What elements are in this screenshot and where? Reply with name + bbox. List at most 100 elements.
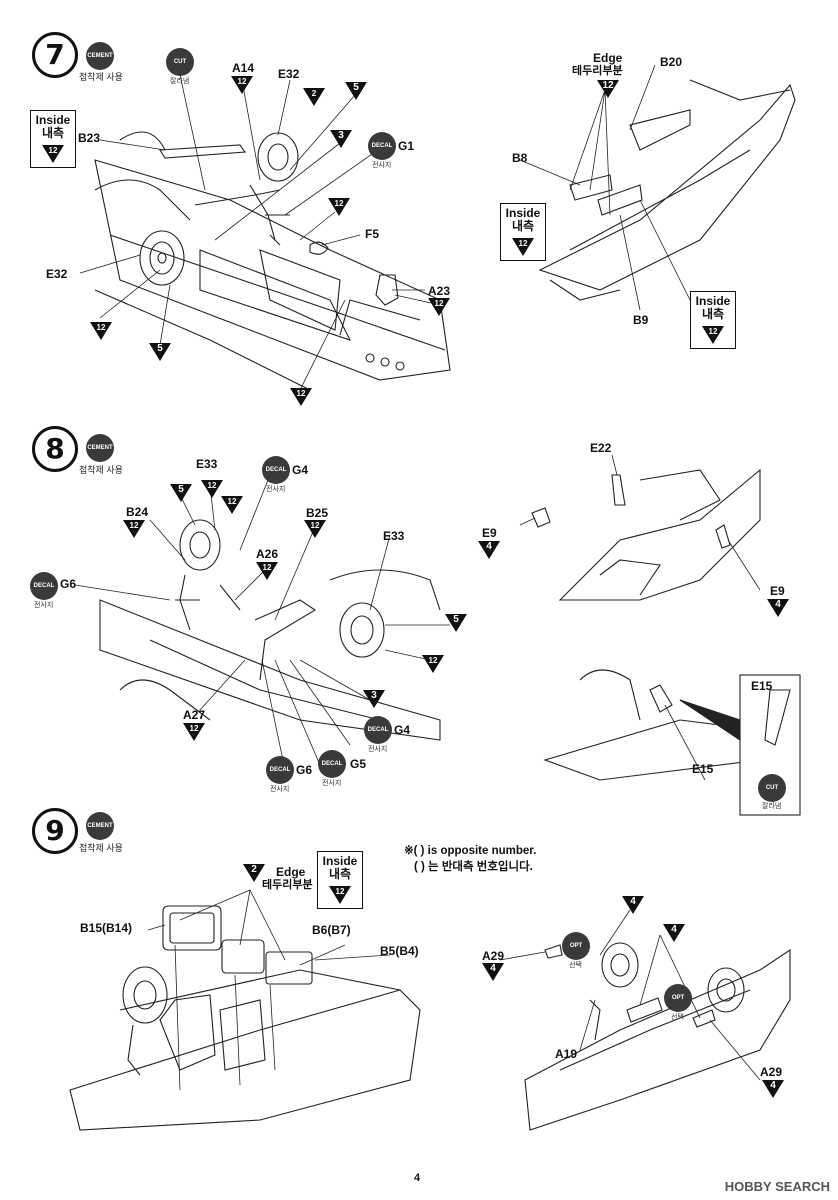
part-label-g4: G4 [292,463,309,477]
part-label-g4-lower: G4 [394,723,411,737]
paint-code-badge: 12 [597,80,619,98]
paint-code-badge: 2 [243,864,265,882]
paint-code-badge: 5 [345,82,367,100]
part-label-e15-box: E15 [751,679,773,693]
part-label-e33-right: E33 [383,529,405,543]
part-label-e9: E9 [482,526,497,540]
part-label-e32-lower: E32 [46,267,68,281]
decal-icon: DECAL [368,132,396,160]
part-label-a23: A23 [428,284,451,298]
cement-icon: CEMENT [86,42,114,70]
decal-label: 전사지 [368,746,388,753]
paint-code-badge: 5 [445,614,467,632]
paint-code-badge: 4 [478,541,500,559]
part-label-b6-b7: B6(B7) [312,923,351,937]
part-label-e32: E32 [278,67,300,81]
paint-code-badge: 12 [201,480,223,498]
paint-code-badge: 12 [422,655,444,673]
inside-en: Inside [35,113,71,127]
decal-icon: DECAL [30,572,58,600]
paint-code-badge: 4 [767,599,789,617]
paint-code-badge: 12 [290,388,312,406]
decal-icon: DECAL [364,716,392,744]
paint-code-badge: 3 [363,690,385,708]
decal-label: 전사지 [266,486,286,493]
part-label-b25: B25 [306,506,329,520]
paint-code-badge: 12 [123,520,145,538]
edge-label-en: Edge [276,865,306,879]
paint-code-badge: 12 [221,496,243,514]
decal-label: 전사지 [372,162,392,169]
paint-code-badge: 2 [303,88,325,106]
decal-label: 전사지 [34,602,54,609]
paint-code-badge: 5 [149,343,171,361]
paint-code-badge: 12 [329,886,351,904]
inside-ko: 내측 [511,219,535,234]
paint-code-badge: 12 [304,520,326,538]
cement-label: 접착제 사용 [79,843,123,853]
edge-label-en: Edge [593,51,623,65]
decal-label: 전사지 [322,780,342,787]
decal-icon: DECAL [262,456,290,484]
inside-en: Inside [695,294,731,308]
paint-code-badge: 4 [622,896,644,914]
cut-label: 잘라냄 [762,803,782,810]
opt-label: 선택 [671,1014,684,1021]
part-label-a26: A26 [256,547,279,561]
inside-en: Inside [505,206,541,220]
part-label-g1: G1 [398,139,415,153]
cut-label: 잘라냄 [170,78,190,85]
opt-icon: OPT [664,984,692,1012]
paint-code-badge: 12 [183,723,205,741]
inside-box-7a: Inside 내측 12 [30,110,76,168]
part-label-e33: E33 [196,457,218,471]
paint-code-badge: 12 [702,326,724,344]
cut-icon: CUT [166,48,194,76]
part-label-a14: A14 [232,61,255,75]
part-label-g6-lower: G6 [296,763,313,777]
watermark: HOBBY SEARCH [724,1179,830,1194]
decal-label: 전사지 [270,786,290,793]
paint-code-badge: 4 [762,1080,784,1098]
part-label-e9-right: E9 [770,584,785,598]
step-number-8: 8 [32,426,78,472]
decal-icon: DECAL [318,750,346,778]
paint-code-badge: 3 [330,130,352,148]
inside-box-7c: Inside 내측 12 [690,291,736,349]
part-label-b20: B20 [660,55,683,69]
inside-en: Inside [322,854,358,868]
page-number: 4 [414,1172,421,1184]
paint-code-badge: 12 [90,322,112,340]
part-label-e15: E15 [692,762,714,776]
paint-code-badge: 12 [256,562,278,580]
inside-ko: 내측 [41,126,65,141]
step-number-9: 9 [32,808,78,854]
edge-label-ko: 테두리부분 [262,879,313,891]
part-label-b15-b14: B15(B14) [80,921,133,935]
opposite-number-note-ko: ( ) 는 반대측 번호입니다. [414,861,533,873]
part-label-a29-right: A29 [760,1065,783,1079]
opt-icon: OPT [562,932,590,960]
opt-label: 선택 [569,962,582,969]
decal-icon: DECAL [266,756,294,784]
part-label-g5: G5 [350,757,367,771]
paint-code-badge: 12 [428,298,450,316]
opposite-number-note-en: ※( ) is opposite number. [404,845,537,857]
paint-code-badge: 4 [482,963,504,981]
cement-label: 접착제 사용 [79,465,123,475]
part-label-b23: B23 [78,131,101,145]
paint-code-badge: 12 [512,238,534,256]
inside-ko: 내측 [701,307,725,322]
paint-code-badge: 4 [663,924,685,942]
part-label-a29: A29 [482,949,505,963]
paint-code-badge: 12 [328,198,350,216]
paint-code-badge: 5 [170,484,192,502]
paint-code-badge: 12 [231,76,253,94]
part-label-b8: B8 [512,151,528,165]
part-label-b5-b4: B5(B4) [380,944,419,958]
part-label-e22: E22 [590,441,612,455]
paint-code-badge: 12 [42,145,64,163]
cement-label: 접착제 사용 [79,72,123,82]
part-label-g6: G6 [60,577,77,591]
